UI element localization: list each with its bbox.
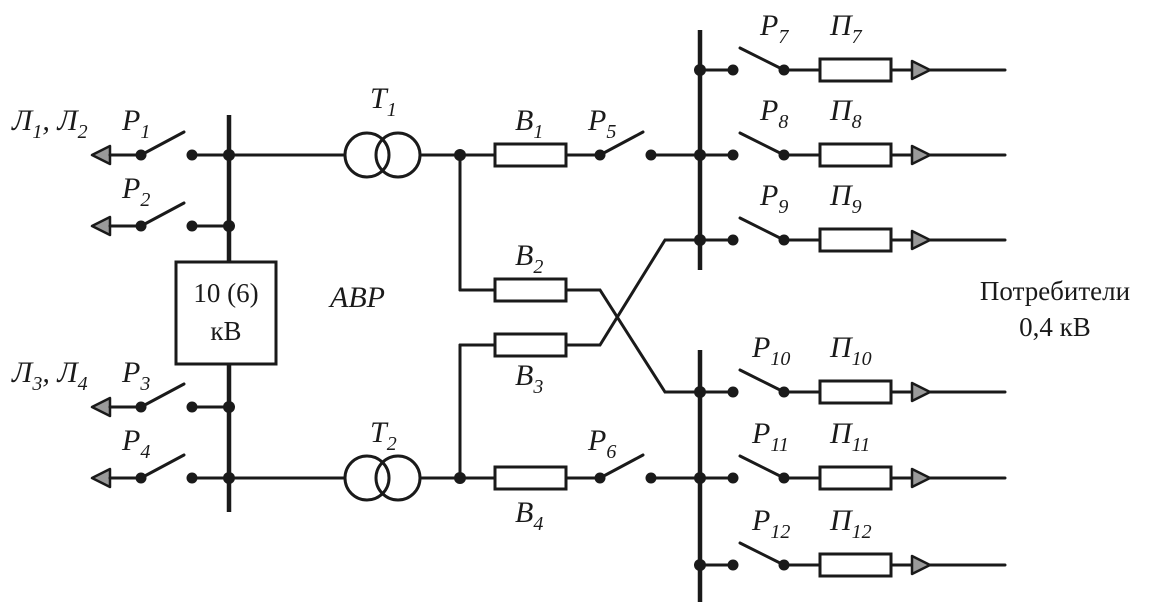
switch-p2-blade [139,201,186,228]
switch-p7-blade [738,46,786,72]
hv-bus-box [174,260,278,366]
label-breaker-b2: В2 [515,239,543,278]
switch-p12-blade [738,541,786,567]
label-fuse-p12: П12 [829,504,872,543]
incoming-line-4 [90,453,235,489]
label-transformer-t1: Т1 [370,82,397,121]
label-switch-p6: Р6 [587,424,616,463]
line-arrow-icon [90,215,112,237]
line-arrow-icon [90,396,112,418]
switch-p10-blade [738,368,786,394]
switch-p6-blade [598,453,645,480]
label-switch-p7: Р7 [759,9,789,48]
feeder-12 [694,541,1007,578]
incoming-line-1 [90,130,235,166]
hv-box-label-line1: 10 (6) [193,278,258,308]
feeder-arrow-icon [910,144,932,166]
label-switch-p9: Р9 [759,179,788,218]
incoming-line-3 [90,382,235,418]
cross-link-b3 [564,238,702,347]
fuse-p12 [818,552,893,578]
label-switch-p12: Р12 [751,504,790,543]
label-breaker-b3: В3 [515,359,543,398]
hv-box-label-line2: кВ [210,316,241,346]
feeder-8 [694,131,1007,168]
cross-link-b2 [564,288,702,394]
label-avr: АВР [328,281,385,314]
label-switch-p4: Р4 [121,424,150,463]
consumers-label-line2: 0,4 кВ [1019,312,1091,342]
label-breaker-b4: В4 [515,496,543,535]
fuse-p11 [818,465,893,491]
switch-p8-blade [738,131,786,157]
consumers-label-line1: Потребители [980,276,1130,306]
feeder-7 [694,46,1007,83]
label-switch-p10: Р10 [751,331,790,370]
switch-p9-blade [738,216,786,242]
label-breaker-b1: В1 [515,104,543,143]
label-fuse-p11: П11 [829,417,870,456]
feeder-arrow-icon [910,229,932,251]
label-switch-p1: Р1 [121,104,150,143]
line-arrow-icon [90,467,112,489]
label-fuse-p8: П8 [829,94,862,133]
switch-p3-blade [139,382,186,409]
feeder-9 [694,216,1007,253]
switch-p4-blade [139,453,186,480]
line-arrow-icon [90,144,112,166]
feeder-arrow-icon [910,467,932,489]
switch-p11-blade [738,454,786,480]
label-switch-p3: Р3 [121,356,150,395]
label-switch-p11: Р11 [751,417,789,456]
breaker-b4 [493,465,568,491]
switch-p5-blade [598,130,645,157]
label-fuse-p7: П7 [829,9,863,48]
fuse-p7 [818,57,893,83]
breaker-b3 [493,332,568,358]
fuse-p9 [818,227,893,253]
incoming-line-2 [90,201,235,237]
feeder-arrow-icon [910,554,932,576]
label-fuse-p9: П9 [829,179,862,218]
switch-p1-blade [139,130,186,157]
breaker-b1 [493,142,568,168]
label-l1-l2: Л1, Л2 [11,104,88,143]
label-switch-p5: Р5 [587,104,616,143]
label-switch-p8: Р8 [759,94,788,133]
transformer-t1 [343,131,422,179]
feeder-10 [694,368,1007,405]
label-transformer-t2: Т2 [370,416,397,455]
feeder-arrow-icon [910,59,932,81]
feeder-11 [694,454,1007,491]
label-l3-l4: Л3, Л4 [11,356,88,395]
transformer-t2 [343,454,422,502]
fuse-p10 [818,379,893,405]
label-switch-p2: Р2 [121,172,150,211]
label-fuse-p10: П10 [829,331,872,370]
fuse-p8 [818,142,893,168]
breaker-b2 [493,277,568,303]
feeder-arrow-icon [910,381,932,403]
